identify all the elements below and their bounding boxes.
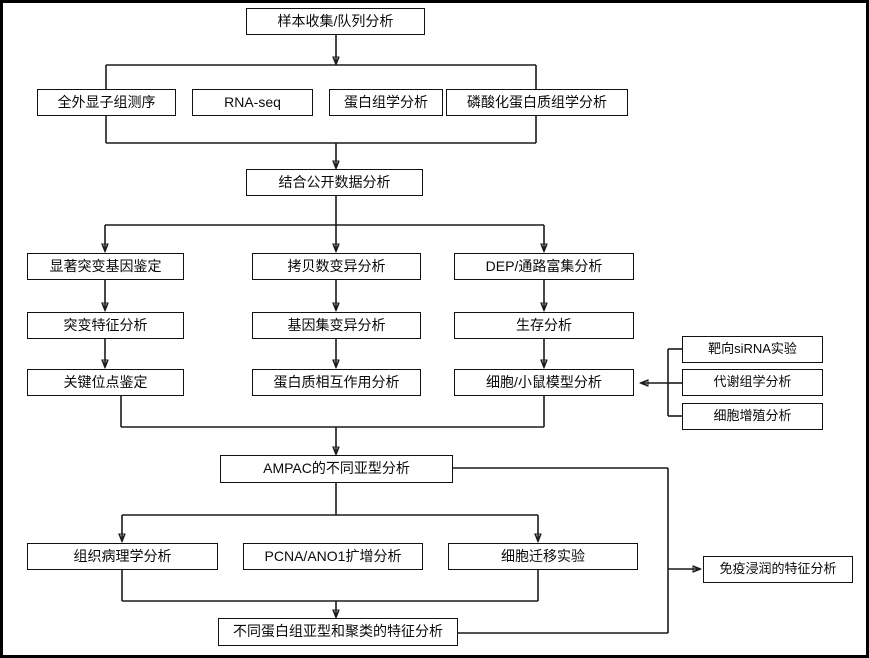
node-label-cell-proliferation: 细胞增殖分析 (713, 408, 792, 424)
node-label-immune-infiltration: 免疫浸润的特征分析 (719, 561, 837, 577)
node-label-survival: 生存分析 (516, 316, 572, 333)
node-label-wes: 全外显子组测序 (57, 93, 156, 110)
node-immune-infiltration[interactable]: 免疫浸润的特征分析 (703, 556, 853, 583)
node-ppi[interactable]: 蛋白质相互作用分析 (252, 369, 421, 396)
node-cell-migration[interactable]: 细胞迁移实验 (448, 543, 638, 570)
node-histopathology[interactable]: 组织病理学分析 (27, 543, 218, 570)
node-label-sig-mut-gene: 显著突变基因鉴定 (49, 257, 162, 274)
node-mut-signature[interactable]: 突变特征分析 (27, 312, 184, 339)
node-label-ppi: 蛋白质相互作用分析 (273, 373, 400, 390)
node-cell-mouse-model[interactable]: 细胞/小鼠模型分析 (454, 369, 634, 396)
node-label-proteome-subtype-cluster: 不同蛋白组亚型和聚类的特征分析 (233, 623, 443, 640)
node-proteomics[interactable]: 蛋白组学分析 (329, 89, 443, 116)
node-cell-proliferation[interactable]: 细胞增殖分析 (682, 403, 823, 430)
node-cnv[interactable]: 拷贝数变异分析 (252, 253, 421, 280)
node-gsva[interactable]: 基因集变异分析 (252, 312, 421, 339)
node-label-gsva: 基因集变异分析 (287, 316, 386, 333)
node-sig-mut-gene[interactable]: 显著突变基因鉴定 (27, 253, 184, 280)
node-label-public-data: 结合公开数据分析 (278, 173, 391, 190)
node-ampac-subtype[interactable]: AMPAC的不同亚型分析 (220, 455, 453, 483)
node-pcna-ano1[interactable]: PCNA/ANO1扩增分析 (243, 543, 423, 570)
node-label-ampac-subtype: AMPAC的不同亚型分析 (263, 460, 410, 477)
node-public-data[interactable]: 结合公开数据分析 (246, 169, 423, 196)
node-label-sirna: 靶向siRNA实验 (708, 341, 797, 357)
node-phosphoproteomics[interactable]: 磷酸化蛋白质组学分析 (446, 89, 628, 116)
node-rnaseq[interactable]: RNA-seq (192, 89, 313, 116)
node-proteome-subtype-cluster[interactable]: 不同蛋白组亚型和聚类的特征分析 (218, 618, 458, 646)
node-label-dep-pathway: DEP/通路富集分析 (485, 257, 603, 274)
node-dep-pathway[interactable]: DEP/通路富集分析 (454, 253, 634, 280)
node-label-histopathology: 组织病理学分析 (73, 547, 172, 564)
node-label-rnaseq: RNA-seq (224, 93, 281, 110)
node-metabolomics[interactable]: 代谢组学分析 (682, 369, 823, 396)
node-survival[interactable]: 生存分析 (454, 312, 634, 339)
node-label-metabolomics: 代谢组学分析 (713, 374, 792, 390)
node-label-cnv: 拷贝数变异分析 (287, 257, 386, 274)
node-label-cell-migration: 细胞迁移实验 (501, 547, 585, 564)
node-label-sample-collection: 样本收集/队列分析 (277, 12, 394, 29)
node-key-site[interactable]: 关键位点鉴定 (27, 369, 184, 396)
node-sample-collection[interactable]: 样本收集/队列分析 (246, 8, 425, 35)
node-wes[interactable]: 全外显子组测序 (37, 89, 176, 116)
node-label-key-site: 关键位点鉴定 (63, 373, 148, 390)
node-label-phosphoproteomics: 磷酸化蛋白质组学分析 (467, 93, 607, 110)
node-label-cell-mouse-model: 细胞/小鼠模型分析 (486, 373, 602, 390)
node-sirna[interactable]: 靶向siRNA实验 (682, 336, 823, 363)
node-label-proteomics: 蛋白组学分析 (344, 93, 428, 110)
node-label-pcna-ano1: PCNA/ANO1扩增分析 (264, 547, 402, 564)
node-label-mut-signature: 突变特征分析 (63, 316, 148, 333)
